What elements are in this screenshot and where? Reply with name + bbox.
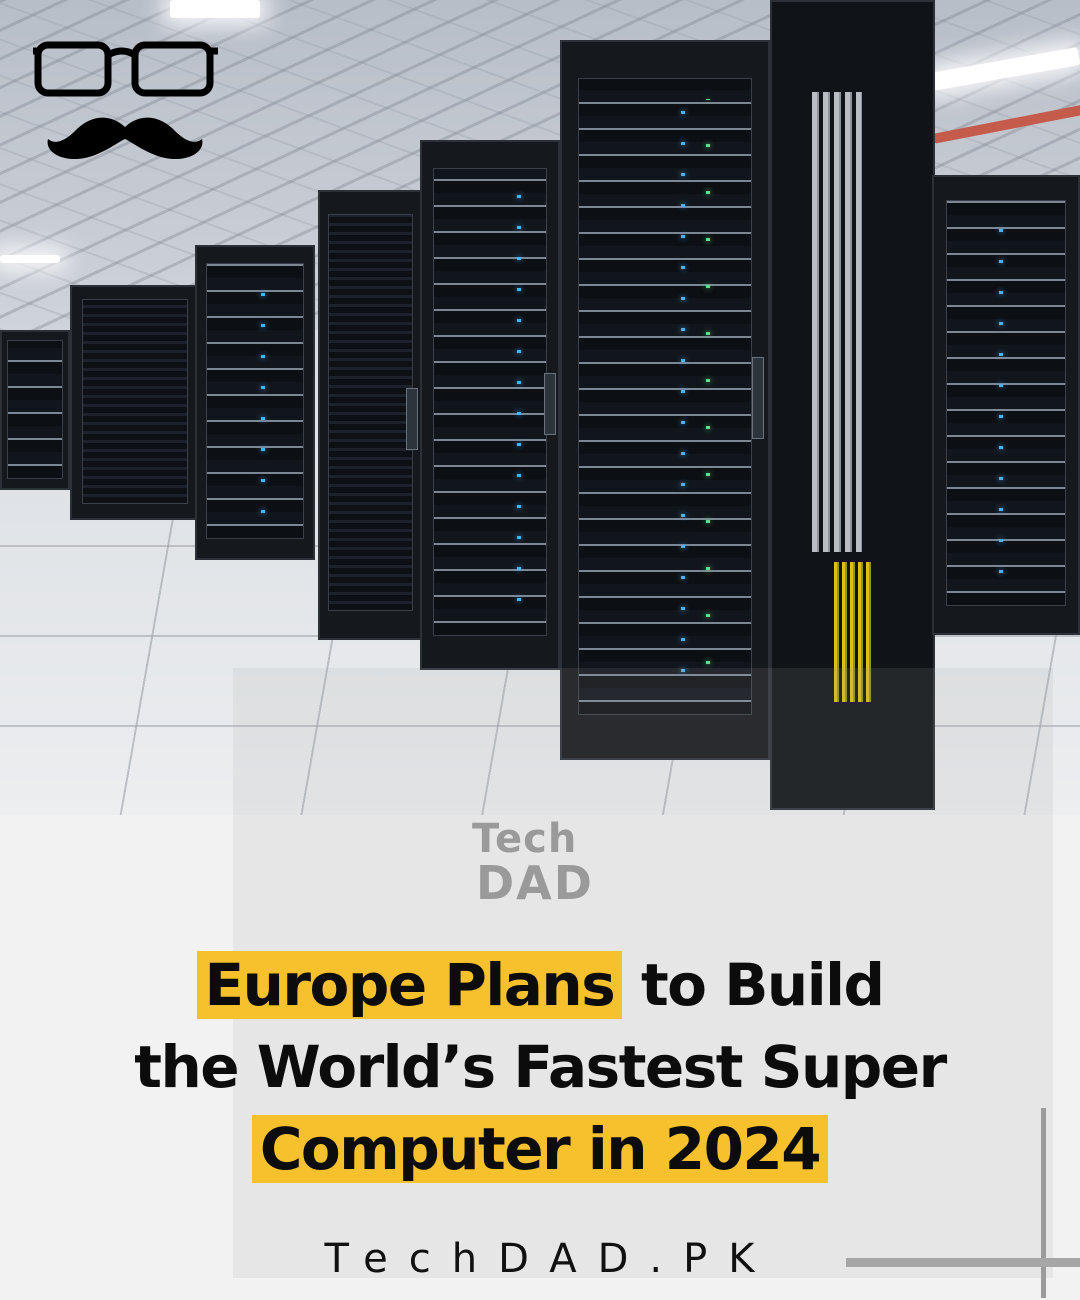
ceiling-light <box>170 0 260 18</box>
server-rack <box>932 175 1080 635</box>
server-rack <box>420 140 560 670</box>
headline-text: the World’s Fastest Super <box>134 1033 947 1101</box>
headline-line-1: Europe Plans to Build <box>0 944 1080 1026</box>
ceiling-light <box>0 255 60 263</box>
rack-handle <box>752 357 764 440</box>
decorative-horizontal-bar <box>846 1258 1080 1267</box>
watermark-dad: DAD <box>476 856 594 910</box>
status-leds <box>260 271 265 527</box>
status-leds <box>998 213 1003 588</box>
datacenter-photo <box>0 0 1080 815</box>
headline-line-3: Computer in 2024 <box>0 1108 1080 1190</box>
decorative-vertical-bar <box>1041 1108 1046 1298</box>
rack-door <box>578 77 752 716</box>
rack-door <box>945 199 1067 606</box>
status-leds <box>681 99 686 687</box>
rack-door <box>7 339 63 479</box>
server-rack <box>70 285 200 520</box>
rack-door <box>328 214 413 612</box>
server-rack <box>318 190 423 640</box>
rack-handle <box>544 373 556 436</box>
yellow-cables <box>834 562 874 702</box>
server-rack <box>560 40 770 760</box>
rack-door <box>82 298 188 505</box>
cable-bundle <box>812 92 862 552</box>
headline-line-2: the World’s Fastest Super <box>0 1026 1080 1108</box>
watermark-tech: Tech <box>472 816 578 862</box>
glasses-mustache-icon <box>33 41 218 160</box>
status-leds <box>706 99 711 687</box>
rack-door <box>206 262 304 540</box>
headline-highlight: Europe Plans <box>196 951 623 1019</box>
headline: Europe Plans to Build the World’s Fastes… <box>0 944 1080 1190</box>
headline-highlight: Computer in 2024 <box>251 1115 829 1183</box>
status-leds <box>517 184 522 616</box>
server-rack <box>0 330 70 490</box>
site-domain: TechDAD.PK <box>324 1236 776 1282</box>
rack-door <box>432 168 548 637</box>
rack-handle <box>406 388 418 451</box>
server-rack <box>195 245 315 560</box>
headline-text: to Build <box>622 951 885 1019</box>
